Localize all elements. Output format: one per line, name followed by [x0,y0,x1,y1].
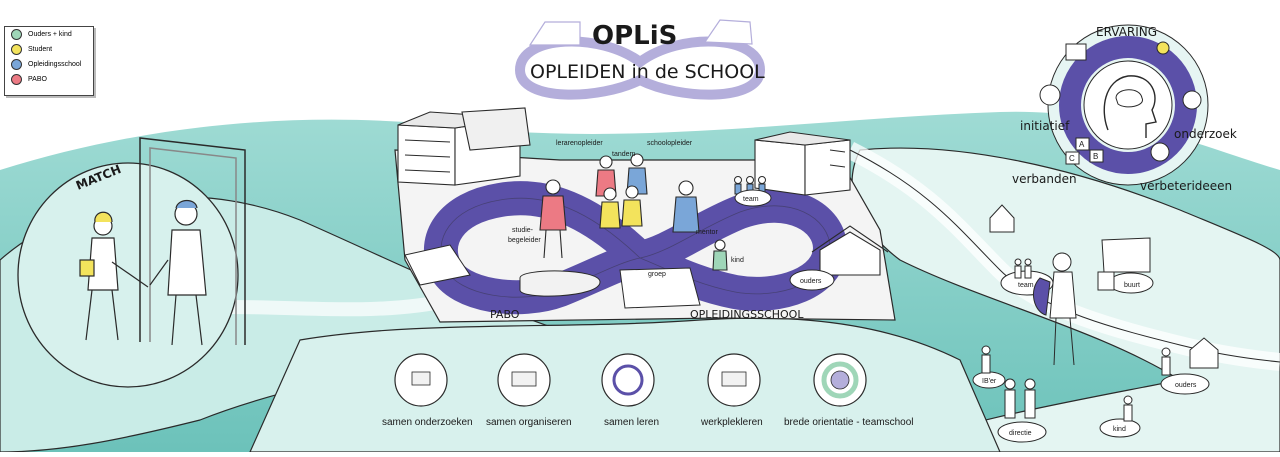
legend-label: Opleidingsschool [28,61,82,68]
lightbulb-icon [1150,142,1170,162]
legend-item-opleidingsschool: Opleidingsschool [5,57,93,72]
community-ib-er: IB'er [982,378,997,385]
activity-icon-leren [601,353,655,407]
abc-letter-c: C [1069,154,1075,163]
community-directie: directie [1009,430,1032,437]
community-team: team [1018,282,1034,289]
student-figure [79,211,119,341]
label-studiebegeleider-2: begeleider [508,237,541,244]
activity-label-2: samen leren [604,417,659,428]
title-sub: OPLEIDEN in de SCHOOL [530,61,765,83]
legend-item-pabo: PABO [5,72,93,87]
activity-icons [394,353,867,407]
title-main: OPLiS [592,21,677,51]
label-schoolopleider: schoolopleider [647,140,693,147]
legend-dot-icon [11,29,22,40]
community-kind: kind [1113,426,1126,433]
head-icon [1103,75,1157,138]
legend-label: PABO [28,76,47,83]
cycle-verbeterideeen: verbeterideeen [1140,179,1232,193]
cycle-ervaring: ERVARING [1096,25,1157,39]
match-door [139,137,246,345]
activity-label-4: brede orientatie - teamschool [784,417,914,428]
activity-label-1: samen organiseren [486,417,572,428]
legend-dot-icon [11,44,22,55]
person-icon [1156,41,1170,55]
match-circle [17,162,239,388]
label-tandem: tandem [612,151,636,158]
infinity-loop [424,181,848,315]
brain-icon [1115,89,1143,108]
opleidingsschool-building [754,131,851,196]
community-area [972,204,1219,443]
magnifier-icon [1182,90,1202,110]
title-logo: OPLiS OPLEIDEN in de SCHOOL [514,19,765,100]
label-lerarenopleider: lerarenopleider [556,140,603,147]
speech-icon [1039,84,1061,106]
community-ouders: ouders [1175,382,1197,389]
cycle-verbanden: verbanden [1012,172,1077,186]
legend-dot-icon [11,59,22,70]
legend-dot-icon [11,74,22,85]
activity-label-0: samen onderzoeken [382,417,473,428]
legend-label: Ouders + kind [28,31,72,38]
ouders-bubble: ouders [789,269,835,291]
label-pabo: PABO [490,308,520,321]
cycle-onderzoek: onderzoek [1174,127,1237,141]
people-center [539,153,728,271]
activity-label-3: werkplekleren [700,417,763,428]
label-mentor: mentor [696,229,718,236]
label-ouders: ouders [800,278,822,285]
legend: Ouders + kind Student Opleidingsschool P… [4,26,94,96]
label-groep: groep [648,271,666,278]
box-icon [1065,43,1087,61]
abc-letter-a: A [1079,140,1085,149]
pabo-room [404,244,701,309]
legend-label: Student [28,46,53,53]
abc-letter-b: B [1093,152,1098,161]
cycle-initiatief: initiatief [1020,119,1070,133]
pabo-building [397,107,531,186]
abc-blocks: A B C [1065,137,1104,165]
legend-item-ouders-kind: Ouders + kind [5,27,93,42]
team-bubble: team [734,189,772,207]
label-team: team [743,196,759,203]
legend-item-student: Student [5,42,93,57]
label-studiebegeleider-1: studie- [512,227,534,234]
mentor-figure [111,199,207,346]
label-kind: kind [731,257,744,264]
label-opleidingsschool: OPLEIDINGSSCHOOL [690,308,804,321]
community-buurt: buurt [1124,282,1140,289]
